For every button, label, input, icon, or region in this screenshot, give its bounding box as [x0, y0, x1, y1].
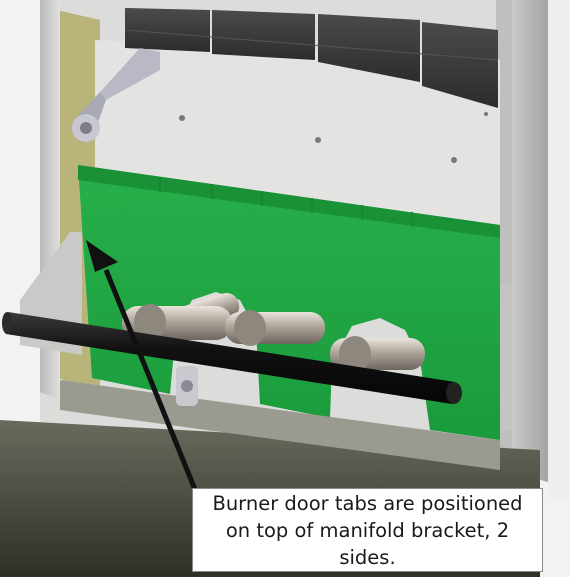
callout-arrow [86, 240, 199, 493]
manifold-bracket-tab [176, 366, 198, 406]
burner-tubes [122, 292, 425, 372]
callout-box: Burner door tabs are positioned on top o… [192, 488, 543, 572]
panel-bolts [179, 112, 488, 163]
right-margin [548, 0, 570, 500]
refractory-bricks [124, 8, 499, 108]
burner-door [78, 165, 500, 440]
callout-text: Burner door tabs are positioned on top o… [212, 491, 523, 569]
base-ledge [60, 380, 500, 470]
manifold-pipe [2, 312, 462, 404]
right-cabinet-wall [505, 0, 548, 482]
mounting-bracket [72, 48, 160, 142]
